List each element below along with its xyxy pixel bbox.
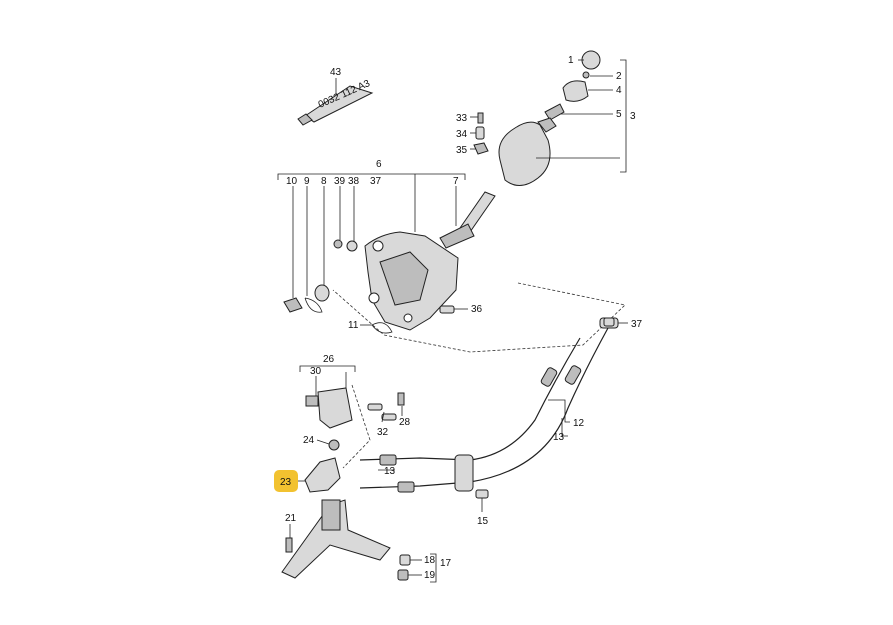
base-bracket xyxy=(281,499,391,579)
callout-5: 5 xyxy=(616,109,622,120)
callout-8: 8 xyxy=(321,176,327,187)
assembly-outline-upper xyxy=(332,282,626,353)
callout-13-right: 13 xyxy=(553,432,565,443)
nut-19 xyxy=(397,569,409,581)
callout-9: 9 xyxy=(304,176,310,187)
callout-39: 39 xyxy=(334,176,346,187)
callout-7: 7 xyxy=(453,176,459,187)
clip-9 xyxy=(304,297,323,313)
callout-37-top: 37 xyxy=(370,176,382,187)
callout-36: 36 xyxy=(471,304,483,315)
knob-spring xyxy=(544,103,565,121)
gear-knob xyxy=(562,80,589,102)
callout-12: 12 xyxy=(573,418,585,429)
callout-18: 18 xyxy=(424,555,436,566)
callout-1: 1 xyxy=(568,55,574,66)
callout-43: 43 xyxy=(330,67,342,78)
lever-housing xyxy=(364,231,459,331)
nut-24 xyxy=(328,439,340,451)
bracket-26 xyxy=(305,387,353,429)
callout-10: 10 xyxy=(286,176,298,187)
bushing-8 xyxy=(314,284,330,302)
callout-23: 23 xyxy=(280,477,292,488)
callout-21: 21 xyxy=(285,513,297,524)
part-33 xyxy=(477,112,484,124)
nut-18 xyxy=(399,554,411,566)
callout-33: 33 xyxy=(456,113,468,124)
callout-32: 32 xyxy=(377,427,389,438)
callout-38: 38 xyxy=(348,176,360,187)
callout-13-left: 13 xyxy=(384,466,396,477)
callout-35: 35 xyxy=(456,145,468,156)
callout-30: 30 xyxy=(310,366,322,377)
leader-lines xyxy=(277,59,628,583)
bolts-32 xyxy=(367,403,397,421)
lever-23 xyxy=(304,457,341,493)
callout-34: 34 xyxy=(456,129,468,140)
callout-26: 26 xyxy=(323,354,335,365)
callout-6: 6 xyxy=(376,159,382,170)
callout-15: 15 xyxy=(477,516,489,527)
callout-37: 37 xyxy=(631,319,643,330)
callout-24: 24 xyxy=(303,435,315,446)
clip-10 xyxy=(283,297,303,313)
bolt-37 xyxy=(603,317,615,327)
bushing-39 xyxy=(333,239,343,249)
shift-lever xyxy=(439,191,496,249)
bolt-21 xyxy=(285,537,293,553)
callout-19: 19 xyxy=(424,570,436,581)
part-34 xyxy=(475,126,485,140)
callout-11: 11 xyxy=(348,320,359,331)
part-35 xyxy=(473,142,489,155)
pin-28 xyxy=(397,392,405,406)
callout-4: 4 xyxy=(616,85,622,96)
shift-boot xyxy=(498,117,557,186)
callout-23-highlight[interactable]: 23 xyxy=(274,470,298,492)
sealant-tube: 0032 112 A3 xyxy=(297,78,374,126)
callout-28: 28 xyxy=(399,417,411,428)
bolt-15 xyxy=(475,489,489,499)
callout-17: 17 xyxy=(440,558,452,569)
gear-knob-cap xyxy=(581,50,601,70)
bushing-38 xyxy=(346,240,358,252)
knob-screw xyxy=(582,71,590,79)
callout-3: 3 xyxy=(630,111,636,122)
ring-11 xyxy=(371,322,393,334)
bolt-36 xyxy=(439,305,455,314)
callout-labels: 1 2 4 5 3 43 33 34 35 6 10 9 8 39 38 37 … xyxy=(285,55,643,581)
assembly-outline-lower xyxy=(342,384,371,469)
callout-2: 2 xyxy=(616,71,622,82)
